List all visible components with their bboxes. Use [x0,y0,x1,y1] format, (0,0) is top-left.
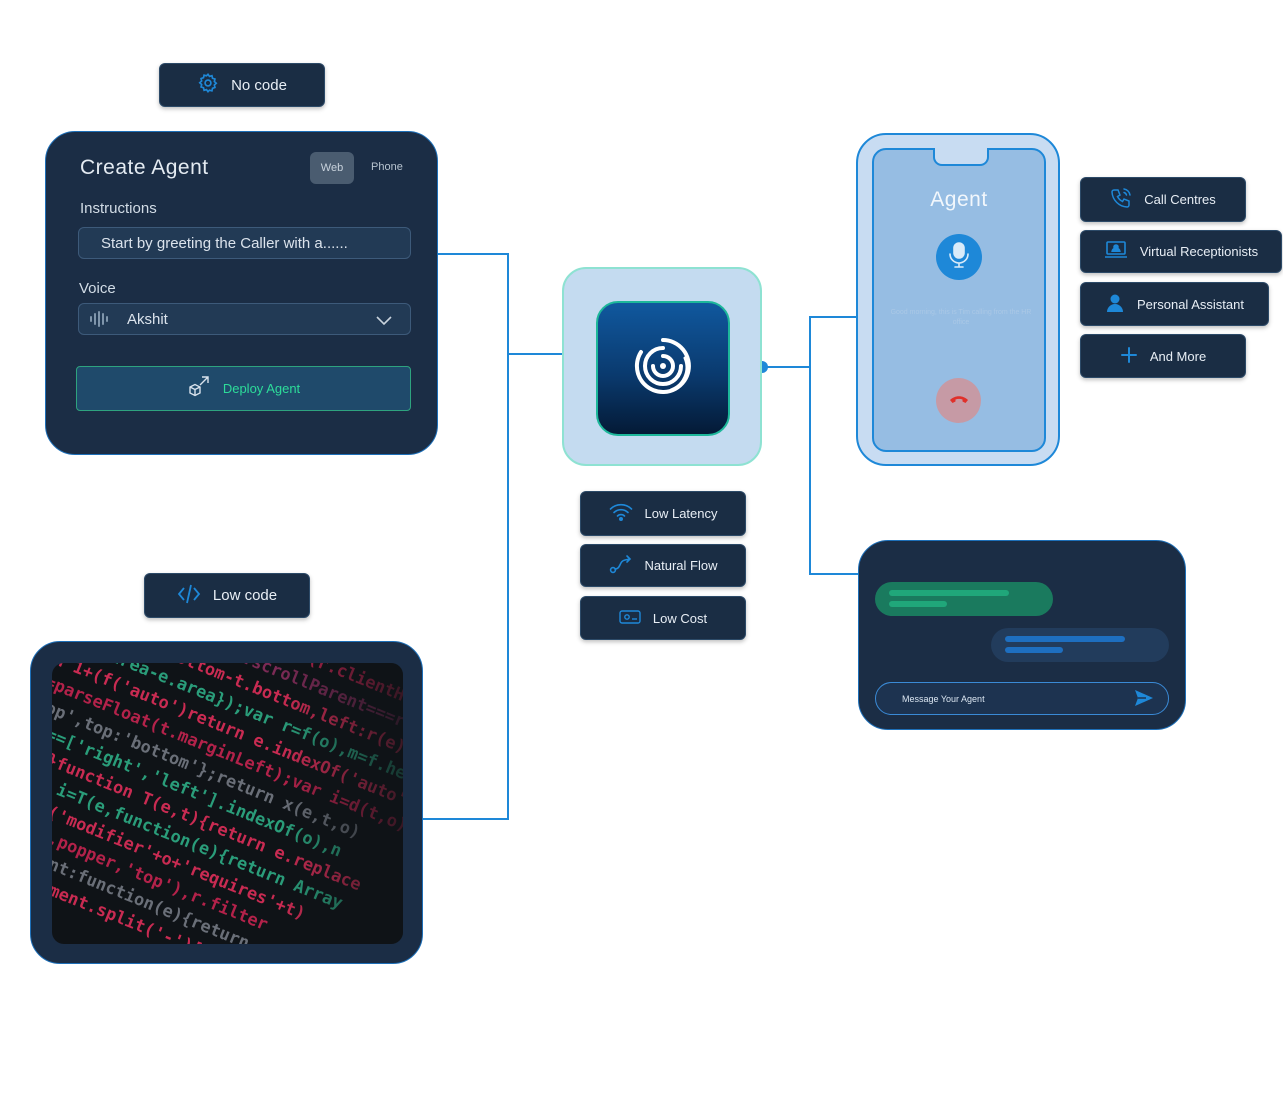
use-case-label: Personal Assistant [1137,296,1244,312]
message-input[interactable]: Message Your Agent [875,682,1169,715]
send-icon[interactable] [1134,689,1154,709]
no-code-label: No code [231,76,287,94]
feature-low-cost: Low Cost [580,596,746,640]
feature-natural-flow: Natural Flow [580,544,746,587]
instructions-field[interactable]: Start by greeting the Caller with a.....… [78,227,411,259]
wifi-icon [609,503,633,524]
phone-agent-title: Agent [930,188,988,211]
code-icon [177,583,201,609]
waveform-icon [89,310,109,328]
center-logo-container [562,267,762,466]
laptop-user-icon [1104,240,1128,263]
money-icon [619,609,641,628]
use-case-label: Call Centres [1144,192,1216,207]
code-image: .left+=i.p.top+=i.nodeName&&(r.clientHei… [52,663,403,944]
use-case-personal-assistant: Personal Assistant [1080,282,1269,326]
create-agent-title: Create Agent [80,156,209,179]
user-message-bubble [991,628,1169,662]
code-card: .left+=i.p.top+=i.nodeName&&(r.clientHei… [30,641,423,964]
voice-label: Voice [79,280,116,297]
chat-card: Message Your Agent [858,540,1186,730]
deploy-agent-button[interactable]: Deploy Agent [76,366,411,411]
phone-call-icon [1110,187,1132,212]
feature-label: Low Latency [644,506,718,521]
connector-vertical-left [507,253,509,820]
tab-phone[interactable]: Phone [371,161,403,173]
phone-mockup: Agent Good morning, this is Tim calling … [856,133,1060,466]
gear-icon [197,72,219,98]
create-agent-card: Create Agent Web Phone Instructions Star… [45,131,438,455]
phone-notch [933,148,989,166]
microphone-icon [948,241,970,273]
swirl-logo-icon [633,336,693,401]
instructions-label: Instructions [80,200,157,217]
feature-label: Natural Flow [644,558,718,573]
low-code-badge: Low code [144,573,310,618]
message-placeholder: Message Your Agent [902,693,985,704]
low-code-label: Low code [212,587,278,604]
use-case-and-more: And More [1080,334,1246,378]
connector-phone-h [809,316,857,318]
plus-icon [1120,346,1138,367]
agent-message-bubble [875,582,1053,616]
connector-chat-h [809,573,859,575]
connector-code-h [423,818,509,820]
hang-up-button[interactable] [936,378,981,423]
phone-screen: Agent Good morning, this is Tim calling … [872,148,1046,452]
person-icon [1105,293,1125,316]
use-case-label: Virtual Receptionists [1139,244,1259,259]
use-case-call-centres: Call Centres [1080,177,1246,222]
use-case-label: And More [1149,348,1207,364]
chevron-down-icon [376,313,392,330]
deploy-box-icon [187,375,211,402]
feature-label: Low Cost [652,610,708,626]
hang-up-icon [948,392,970,410]
voice-value: Akshit [127,310,168,328]
phone-caption: Good morning, this is Tim calling from t… [890,309,1032,326]
connector-create-h [438,253,509,255]
mic-button[interactable] [936,234,982,280]
instructions-value: Start by greeting the Caller with a.....… [101,234,348,252]
route-icon [609,554,633,577]
tab-web[interactable]: Web [310,152,354,184]
connector-vertical-right [809,316,811,575]
no-code-badge: No code [159,63,325,107]
use-case-virtual-receptionists: Virtual Receptionists [1080,230,1282,273]
deploy-label: Deploy Agent [222,381,301,396]
feature-low-latency: Low Latency [580,491,746,536]
connector-right-h [762,366,811,368]
voice-select[interactable]: Akshit [78,303,411,335]
connector-center-h [507,353,563,355]
brand-logo [596,301,730,436]
